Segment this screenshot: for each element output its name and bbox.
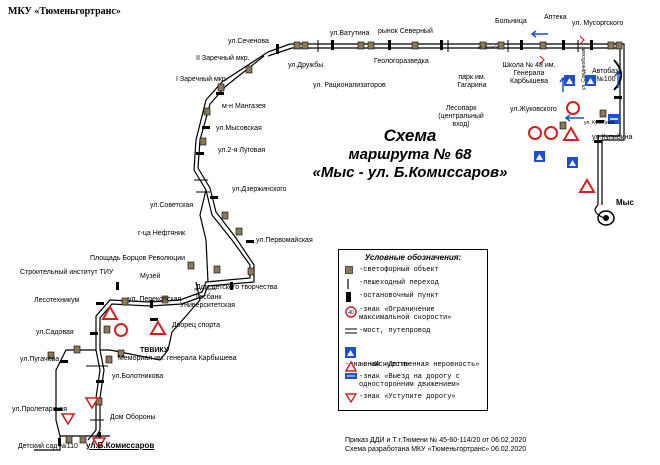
crosswalk-icon xyxy=(347,279,349,289)
stop-detsad: Детский сад №110 xyxy=(18,443,78,450)
stop-racionalizatorov: ул. Рационализаторов xyxy=(313,82,386,89)
stop-lugovaya2: ул.2-я Луговая xyxy=(218,147,266,154)
unevenness-signs xyxy=(534,75,596,168)
stop-geolog: Геологоразведка xyxy=(374,58,429,65)
stop-sovetskaya: ул.Советская xyxy=(150,202,194,209)
stop-dvorec: Дворец спорта xyxy=(172,322,220,329)
stop-muzei: Музей xyxy=(140,273,161,280)
street-sredneobskaya: ул. Среднеобская xyxy=(581,48,587,90)
stop-memorial: Мемориал им. генерала Карбышева xyxy=(118,355,237,362)
mys-terminal xyxy=(594,204,615,226)
stop-tvvikyu: ТВВИКУ xyxy=(140,347,169,354)
svg-text:40: 40 xyxy=(348,310,354,316)
yield-signs xyxy=(60,397,107,450)
speed-limit-icon: 40 xyxy=(345,306,357,318)
stop-school: Школа № 48 им. Генерала Карбышева xyxy=(502,62,556,85)
stop-ddt: Дом детского творчества xyxy=(196,284,278,291)
stop-lesopark: Лесопарк (центральный вход) xyxy=(438,105,484,128)
red-arrows xyxy=(539,35,585,65)
stop-zhukovskogo: ул.Жуковского xyxy=(510,106,557,113)
route-line xyxy=(34,43,625,451)
title-line2: маршрута № 68 xyxy=(348,146,472,163)
yield-sign-icon xyxy=(344,393,358,404)
stop-zarechny2: II Заречный мкр. xyxy=(196,55,250,62)
footer-developed: Схема разработана МКУ «Тюменьгортранс» 0… xyxy=(345,446,527,453)
legend: Условные обозначения: -светофорный объек… xyxy=(338,249,488,411)
footer: Приказ ДДИ и Т г.Тюмени № 45-60-114/20 о… xyxy=(345,436,526,454)
legend-item-traffic-light: -светофорный объект xyxy=(345,266,439,277)
one-way-icon xyxy=(345,373,357,379)
stop-bolotnikova: ул.Болотникова xyxy=(112,373,164,380)
traffic-lights xyxy=(47,41,623,444)
stop-mys: Мыс xyxy=(616,198,634,207)
stop-b-komissarov: ул.Б.Комиссаров xyxy=(86,441,155,450)
legend-item-speed: 40-знак «Ограничение максимальной скорос… xyxy=(345,306,483,322)
stop-proletarskaya: ул.Пролетарская xyxy=(12,406,68,413)
stop-dzerzhinskogo: ул.Дзержинского xyxy=(232,186,287,193)
legend-item-unevenness: -знак «Искусственная неровность» xyxy=(345,347,487,369)
stop-neftyanik: г-ца Нефтяник xyxy=(138,230,186,237)
traffic-light-icon xyxy=(345,266,353,274)
legend-item-stop: -остановочный пункт xyxy=(345,292,439,305)
stop-rynok: рынок Северный xyxy=(378,28,433,35)
legend-item-crosswalk: -пешеходный переход xyxy=(345,279,439,292)
stop-zarechny1: I Заречный мкр. xyxy=(176,76,228,83)
stops xyxy=(54,40,622,446)
stop-perekopskaya: ул. Перекопская xyxy=(128,296,182,303)
unevenness-icon xyxy=(345,347,356,358)
one-way-sign xyxy=(608,114,620,124)
stop-avtobaza: Автобаза №100 xyxy=(592,68,623,83)
title-line1: Схема xyxy=(383,126,437,145)
stop-sechenova: ул.Сеченова xyxy=(228,38,269,45)
legend-item-children: -знак «Дети» xyxy=(344,360,409,375)
children-sign-icon xyxy=(344,360,358,372)
speed-limit-signs xyxy=(114,101,580,337)
stop-druzhby: ул.Дружбы xyxy=(288,62,324,69)
legend-item-one-way: -знак «Выезд на дорогу с односторонним д… xyxy=(345,373,483,389)
direction-arrows xyxy=(530,30,622,122)
stop-tiu: Строительный институт ТИУ xyxy=(20,269,114,276)
stop-park: парк им. Гагарина xyxy=(457,74,487,89)
stop-mangazeya: м-н Мангазея xyxy=(222,103,266,110)
street-druzhby-small: ул. Дружбы xyxy=(478,44,499,49)
stop-vatutina: ул.Ватутина xyxy=(330,30,370,37)
stop-universitetskaya: Университетская xyxy=(180,302,236,309)
crosswalks xyxy=(86,40,579,421)
footer-order: Приказ ДДИ и Т г.Тюмени № 45-60-114/20 о… xyxy=(345,437,527,444)
stop-sadovaya: ул.Садовая xyxy=(36,329,74,336)
children-signs xyxy=(101,126,596,335)
stop-gosbank: Госбанк xyxy=(196,294,222,301)
stop-apteka: Аптека xyxy=(544,14,567,21)
route-title: Схема маршрута № 68 «Мыс - ул. Б.Комисса… xyxy=(310,126,510,182)
stop-borcov: Площадь Борцов Революции xyxy=(90,255,186,262)
legend-title: Условные обозначения: xyxy=(364,253,462,262)
org-name: МКУ «Тюменьгортранс» xyxy=(8,6,121,17)
bridge-icon xyxy=(345,328,357,334)
street-gertsena: ул. Герцена xyxy=(194,286,216,291)
stop-kulibina: ул.Кулибина xyxy=(592,134,633,141)
legend-item-bridge: -мост, путепровод xyxy=(345,327,430,338)
street-kulibina-small: ул. Кулибина xyxy=(584,120,615,126)
stop-dom-oborony: Дом Обороны xyxy=(110,414,156,421)
stop-pugacheva: ул.Пугачёва xyxy=(20,356,60,363)
stop-musorgskogo: ул. Мусоргского xyxy=(572,20,624,27)
title-line3: «Мыс - ул. Б.Комиссаров» xyxy=(312,164,508,181)
stop-lesotehnikum: Лесотехникум xyxy=(34,297,80,304)
legend-item-yield: -знак «Уступите дорогу» xyxy=(344,393,456,406)
stop-pervomayskaya: ул.Первомайская xyxy=(256,237,313,244)
stop-bolnica: Больница xyxy=(495,18,527,25)
stop-icon xyxy=(346,292,351,302)
stop-mysovskaya: ул.Мысовская xyxy=(216,125,262,132)
